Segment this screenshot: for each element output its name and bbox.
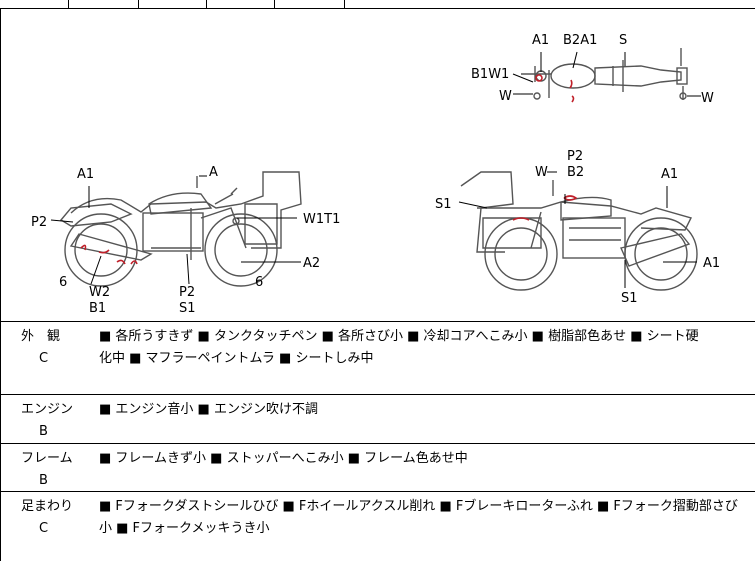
notes-line-2: 化中 ■ マフラーペイントムラ ■ シートしみ中 bbox=[99, 351, 374, 366]
diagram-labels: A1 B2A1 S B1W1 W W A1 A P2 W1T1 A2 6 W2 … bbox=[31, 33, 720, 316]
category-grade: C bbox=[39, 521, 49, 536]
label-left-a: A bbox=[209, 165, 218, 180]
notes-line-1: ■ Fフォークダストシールひび ■ Fホイールアクスル削れ ■ Fブレーキロータ… bbox=[99, 499, 738, 514]
category-name: 外 観 bbox=[21, 329, 61, 344]
label-right-b2: B2 bbox=[567, 165, 584, 180]
condition-notes: ■ フレームきず小 ■ ストッパーへこみ小 ■ フレーム色あせ中 bbox=[99, 448, 749, 470]
category-grade: C bbox=[39, 351, 49, 366]
label-right-w: W bbox=[535, 165, 548, 180]
category-name: 足まわり bbox=[21, 499, 74, 514]
label-left-s1: S1 bbox=[179, 301, 196, 316]
label-top-w-left: W bbox=[499, 89, 512, 104]
row-exterior: 外 観 C ■ 各所うすきず ■ タンクタッチペン ■ 各所さび小 ■ 冷却コア… bbox=[0, 322, 755, 395]
left-side-motorcycle bbox=[59, 171, 302, 287]
label-left-w1t1: W1T1 bbox=[303, 212, 340, 227]
notes-line-1: ■ フレームきず小 ■ ストッパーへこみ小 ■ フレーム色あせ中 bbox=[99, 451, 468, 466]
top-view-motorcycle bbox=[521, 48, 688, 100]
leader-lines bbox=[50, 51, 701, 288]
damage-marks bbox=[80, 74, 578, 265]
label-left-a1: A1 bbox=[77, 167, 94, 182]
category-grade: B bbox=[39, 473, 48, 488]
label-right-p2: P2 bbox=[567, 149, 583, 164]
right-side-motorcycle bbox=[460, 171, 698, 291]
label-top-s: S bbox=[619, 33, 627, 48]
label-left-6-front: 6 bbox=[59, 275, 67, 290]
label-right-s1-left: S1 bbox=[435, 197, 452, 212]
damage-diagram: A1 B2A1 S B1W1 W W A1 A P2 W1T1 A2 6 W2 … bbox=[0, 8, 755, 322]
row-suspension: 足まわり C ■ Fフォークダストシールひび ■ Fホイールアクスル削れ ■ F… bbox=[0, 492, 755, 561]
notes-line-2: 小 ■ Fフォークメッキうき小 bbox=[99, 521, 270, 536]
row-frame: フレーム B ■ フレームきず小 ■ ストッパーへこみ小 ■ フレーム色あせ中 bbox=[0, 444, 755, 492]
category-name: エンジン bbox=[21, 402, 74, 417]
label-left-w2: W2 bbox=[89, 285, 110, 300]
row-engine: エンジン B ■ エンジン音小 ■ エンジン吹け不調 bbox=[0, 395, 755, 444]
condition-notes: ■ エンジン音小 ■ エンジン吹け不調 bbox=[99, 399, 749, 421]
notes-line-1: ■ 各所うすきず ■ タンクタッチペン ■ 各所さび小 ■ 冷却コアへこみ小 ■… bbox=[99, 329, 699, 344]
label-right-a1-bottom: A1 bbox=[703, 256, 720, 271]
label-right-a1-top: A1 bbox=[661, 167, 678, 182]
motorcycle-diagram-svg: A1 B2A1 S B1W1 W W A1 A P2 W1T1 A2 6 W2 … bbox=[31, 33, 720, 316]
label-left-b1: B1 bbox=[89, 301, 106, 316]
label-top-a1: A1 bbox=[532, 33, 549, 48]
category-name: フレーム bbox=[21, 451, 73, 466]
condition-notes: ■ Fフォークダストシールひび ■ Fホイールアクスル削れ ■ Fブレーキロータ… bbox=[99, 496, 749, 540]
category-grade: B bbox=[39, 424, 48, 439]
notes-line-1: ■ エンジン音小 ■ エンジン吹け不調 bbox=[99, 402, 318, 417]
label-left-6-rear: 6 bbox=[255, 275, 263, 290]
condition-notes: ■ 各所うすきず ■ タンクタッチペン ■ 各所さび小 ■ 冷却コアへこみ小 ■… bbox=[99, 326, 749, 370]
label-left-a2: A2 bbox=[303, 256, 320, 271]
label-top-w-right: W bbox=[701, 91, 714, 106]
label-right-s1-bottom: S1 bbox=[621, 291, 638, 306]
label-top-b1w1: B1W1 bbox=[471, 67, 509, 82]
label-left-p2-bottom: P2 bbox=[179, 285, 195, 300]
label-top-b2a1: B2A1 bbox=[563, 33, 597, 48]
label-left-p2: P2 bbox=[31, 215, 47, 230]
previous-table-bottom bbox=[0, 0, 755, 9]
